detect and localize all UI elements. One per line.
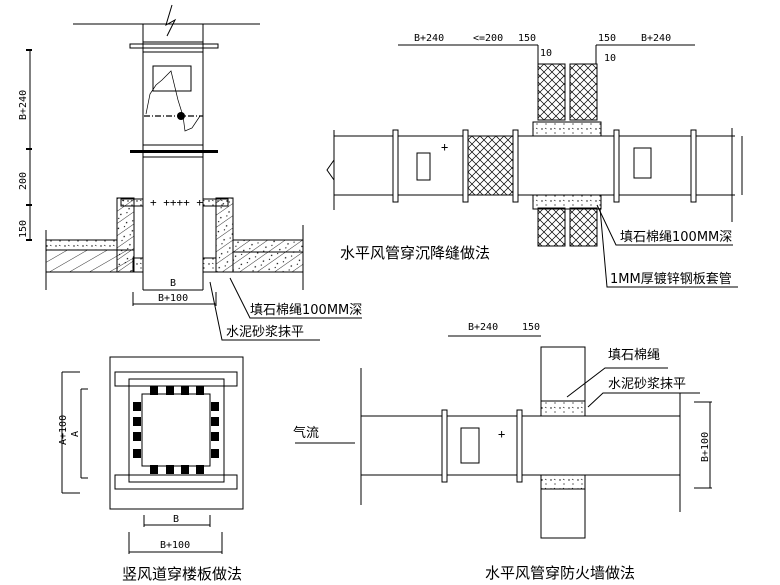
mortar-top — [540, 400, 586, 417]
rivet-row: + ++++ + — [150, 196, 203, 209]
view-settlement-joint: + B+240 <=200 150 150 B+240 10 10 填石棉绳10… — [326, 33, 743, 288]
callout-cement-mortar: 水泥砂浆抹平 — [226, 325, 304, 340]
dim-label-middle: 200 — [18, 172, 29, 190]
access-door — [460, 427, 480, 464]
dim-label-inner-width: B — [170, 278, 176, 289]
flange — [392, 129, 399, 203]
view-title: 水平风管穿沉降缝做法 — [340, 244, 490, 262]
dim-label: B+240 — [414, 33, 444, 44]
dim-label: 10 — [604, 53, 616, 64]
dim-label: 10 — [540, 48, 552, 59]
mortar-bottom — [540, 474, 586, 490]
cap-right — [202, 198, 229, 207]
access-door — [633, 147, 652, 179]
break-symbol — [326, 159, 335, 181]
leader-line — [599, 207, 738, 288]
fire-damper-blade — [145, 70, 201, 132]
callout-asbestos-rope: 填石棉绳100MM深 — [620, 230, 732, 245]
sleeve-top — [532, 121, 602, 137]
dim-label: 150 — [598, 33, 616, 44]
gap-fill-right — [202, 257, 217, 273]
break-symbol — [165, 4, 177, 37]
wall-block-top-left — [537, 63, 566, 121]
dim-label: B+240 — [468, 322, 498, 333]
bolt-row-top — [150, 386, 204, 395]
flange-collar-bottom — [142, 144, 204, 158]
crosshair-icon: + — [441, 140, 448, 154]
callout-steel-sleeve: 1MM厚镀锌钢板套管 — [610, 271, 732, 287]
leader-line — [596, 204, 733, 246]
flange — [690, 129, 697, 203]
dim-label-outer-width: B+100 — [158, 293, 188, 304]
dim-label-outer-width: B+100 — [160, 540, 190, 551]
floor-slab-right — [232, 239, 304, 273]
damper-pivot-icon — [177, 112, 185, 120]
dim-label-right: B+100 — [700, 432, 711, 462]
flange-top — [129, 43, 219, 49]
flange — [441, 409, 448, 483]
leader-line — [587, 392, 700, 408]
dim-label-inner-width: B — [173, 514, 179, 525]
wall-block-top-right — [569, 63, 598, 121]
callout-cement-mortar: 水泥砂浆抹平 — [608, 377, 686, 392]
sleeve-bottom — [532, 194, 602, 210]
dim-label: <=200 — [473, 33, 503, 44]
flange-group — [392, 129, 697, 203]
flange — [516, 409, 523, 483]
leader-line — [566, 367, 668, 398]
dim-label: 150 — [522, 322, 540, 333]
gap-fill-left — [132, 257, 144, 273]
crosshair-icon: + — [498, 427, 505, 441]
wall-block-bottom-left — [537, 207, 566, 247]
flexible-connector — [467, 135, 514, 196]
flange — [512, 129, 519, 203]
slab-curb-right — [215, 197, 234, 273]
flange — [613, 129, 620, 203]
bolt-row-bottom — [150, 465, 204, 474]
flange-collar-top — [142, 41, 204, 53]
view-title: 竖风道穿楼板做法 — [122, 565, 242, 583]
airflow-label: 气流 — [293, 425, 319, 441]
view-title: 水平风管穿防火墙做法 — [485, 564, 635, 582]
screed-left — [45, 239, 118, 251]
callout-asbestos-rope: 填石棉绳 — [608, 348, 660, 363]
flange — [462, 129, 469, 203]
leader-line — [229, 277, 362, 319]
view-vertical-duct-section: + ++++ + B+240 200 150 B B+100 填石棉绳100MM… — [18, 4, 362, 341]
dim-label-outer-height: A+100 — [58, 415, 69, 445]
callout-asbestos-rope: 填石棉绳100MM深 — [250, 303, 362, 318]
wall-block-bottom-right — [569, 207, 598, 247]
bolt-column-left — [133, 402, 141, 458]
view-floor-plan: A+100 A B B+100 竖风道穿楼板做法 — [58, 356, 244, 583]
dim-label: B+240 — [641, 33, 671, 44]
floor-slab-left — [45, 249, 135, 273]
bolt-column-right — [211, 402, 219, 458]
dim-label-upper: B+240 — [18, 90, 29, 120]
floor-opening — [109, 356, 244, 510]
dim-label-lower: 150 — [18, 220, 29, 238]
duct-section — [141, 393, 211, 467]
leader-line — [209, 281, 320, 341]
cap-left — [120, 198, 144, 207]
dim-label-inner-height: A — [70, 431, 81, 437]
access-door — [416, 152, 431, 181]
dim-label: 150 — [518, 33, 536, 44]
view-firewall: + 气流 B+240 150 B+100 填石棉绳 水泥砂浆抹平 水平风管穿防火… — [293, 322, 712, 582]
access-door — [152, 65, 192, 92]
flange-bottom — [130, 150, 218, 153]
svg-text:+ ++++ +: + ++++ + — [150, 196, 203, 209]
outer-frame — [128, 378, 225, 483]
